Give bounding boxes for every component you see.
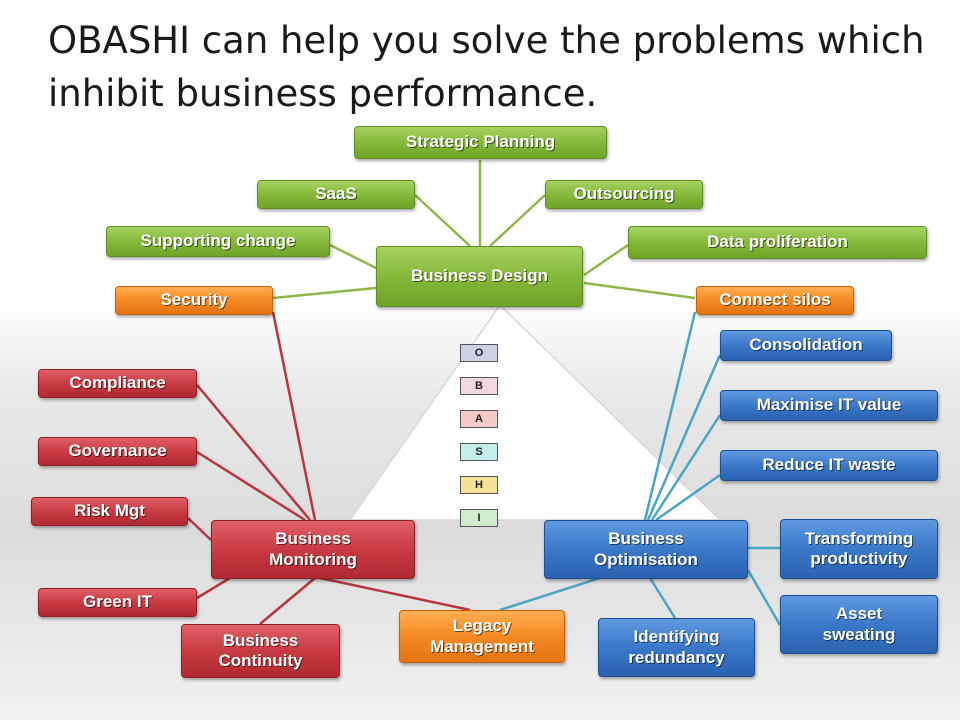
monitoring-connectors <box>187 311 471 625</box>
item-business-continuity[interactable]: Business Continuity <box>181 624 340 678</box>
tier-a: A <box>460 410 498 428</box>
item-saas[interactable]: SaaS <box>257 180 415 209</box>
hub-business-design[interactable]: Business Design <box>376 246 583 307</box>
item-supporting-change[interactable]: Supporting change <box>106 226 330 257</box>
tier-h: H <box>460 476 498 494</box>
slide-title: OBASHI can help you solve the problems w… <box>48 19 925 115</box>
tier-i: I <box>460 509 498 527</box>
hub-business-monitoring[interactable]: Business Monitoring <box>211 520 415 579</box>
design-connectors <box>272 160 696 300</box>
hub-business-optimisation[interactable]: Business Optimisation <box>544 520 748 579</box>
tier-b: B <box>460 377 498 395</box>
item-risk-mgt[interactable]: Risk Mgt <box>31 497 188 526</box>
item-asset-sweating[interactable]: Asset sweating <box>780 595 938 654</box>
obashi-pyramid <box>348 303 722 521</box>
item-outsourcing[interactable]: Outsourcing <box>545 180 703 209</box>
item-consolidation[interactable]: Consolidation <box>720 330 892 361</box>
item-connect-silos[interactable]: Connect silos <box>696 286 854 315</box>
item-legacy-management[interactable]: Legacy Management <box>399 610 565 663</box>
item-transforming-productivity[interactable]: Transforming productivity <box>780 519 938 579</box>
item-maximise-it-value[interactable]: Maximise IT value <box>720 390 938 421</box>
optimisation-connectors <box>499 311 782 626</box>
item-security[interactable]: Security <box>115 286 273 315</box>
item-compliance[interactable]: Compliance <box>38 369 197 398</box>
item-data-proliferation[interactable]: Data proliferation <box>628 226 927 259</box>
item-green-it[interactable]: Green IT <box>38 588 197 617</box>
tier-s: S <box>460 443 498 461</box>
item-strategic-planning[interactable]: Strategic Planning <box>354 126 607 159</box>
tier-o: O <box>460 344 498 362</box>
item-identifying-redundancy[interactable]: Identifying redundancy <box>598 618 755 677</box>
item-reduce-it-waste[interactable]: Reduce IT waste <box>720 450 938 481</box>
item-governance[interactable]: Governance <box>38 437 197 466</box>
